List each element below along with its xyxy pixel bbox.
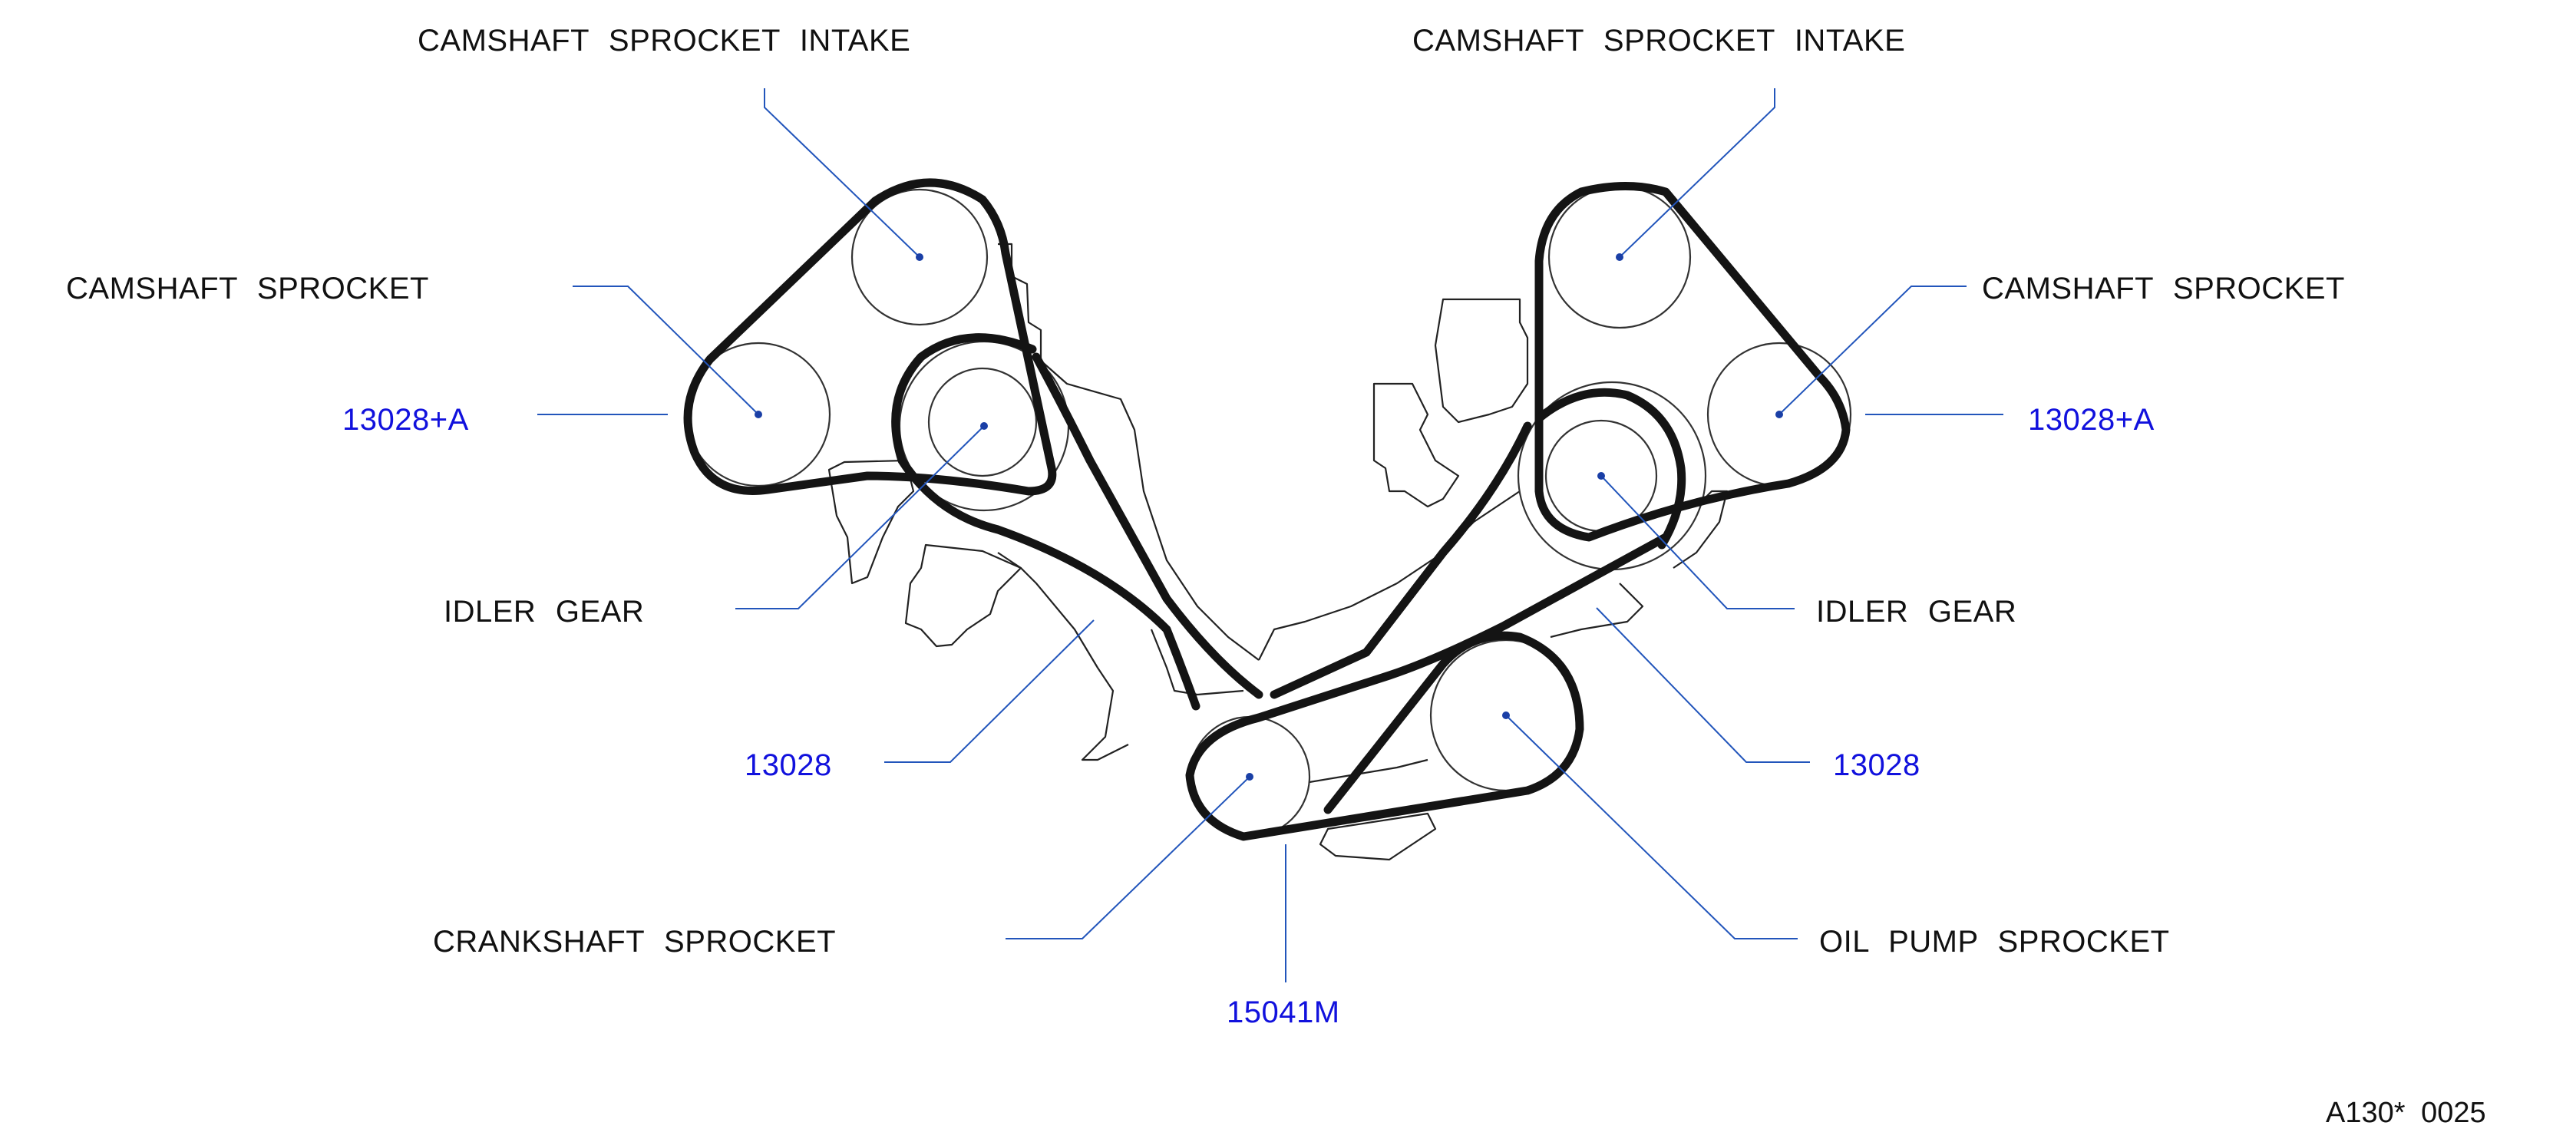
left-idler-chain xyxy=(891,333,1263,711)
part-number-right-13028a: 13028+A xyxy=(2028,403,2155,437)
label-right-idler-gear: IDLER GEAR xyxy=(1816,595,2016,629)
leader-right-cam xyxy=(1778,286,1967,415)
leader-left-cam-intake xyxy=(764,88,920,258)
part-number-15041m: 15041M xyxy=(1227,995,1340,1029)
figure-code: A130* 0025 xyxy=(2326,1097,2486,1129)
sprocket-center-dots xyxy=(755,253,1783,781)
label-right-camshaft-sprocket: CAMSHAFT SPROCKET xyxy=(1982,272,2345,305)
lower-crank-oil-pump-chain xyxy=(1185,533,1670,841)
right-idler-chain xyxy=(1270,388,1686,699)
label-oil-pump-sprocket: OIL PUMP SPROCKET xyxy=(1819,925,2170,959)
part-number-left-13028a: 13028+A xyxy=(342,403,469,437)
label-left-camshaft-sprocket-intake: CAMSHAFT SPROCKET INTAKE xyxy=(418,24,910,58)
label-right-camshaft-sprocket-intake: CAMSHAFT SPROCKET INTAKE xyxy=(1412,24,1905,58)
leader-left-idler xyxy=(735,425,985,609)
left-camshaft-chain xyxy=(683,178,1057,496)
leader-left-cam xyxy=(573,286,759,415)
label-crankshaft-sprocket: CRANKSHAFT SPROCKET xyxy=(433,925,836,959)
leader-oil-pump xyxy=(1505,715,1798,939)
leader-lines xyxy=(537,88,2003,982)
leader-right-cam-intake xyxy=(1619,88,1775,258)
leader-left-13028 xyxy=(884,619,1095,763)
leader-right-idler xyxy=(1600,475,1795,609)
engine-block-outline-left xyxy=(827,243,1260,761)
part-number-right-13028: 13028 xyxy=(1833,748,1920,782)
leader-right-13028 xyxy=(1596,607,1810,763)
right-camshaft-chain xyxy=(1534,182,1851,542)
leader-crank xyxy=(1006,776,1250,939)
part-number-left-13028: 13028 xyxy=(745,748,832,782)
label-left-camshaft-sprocket: CAMSHAFT SPROCKET xyxy=(66,272,429,305)
label-left-idler-gear: IDLER GEAR xyxy=(444,595,644,629)
